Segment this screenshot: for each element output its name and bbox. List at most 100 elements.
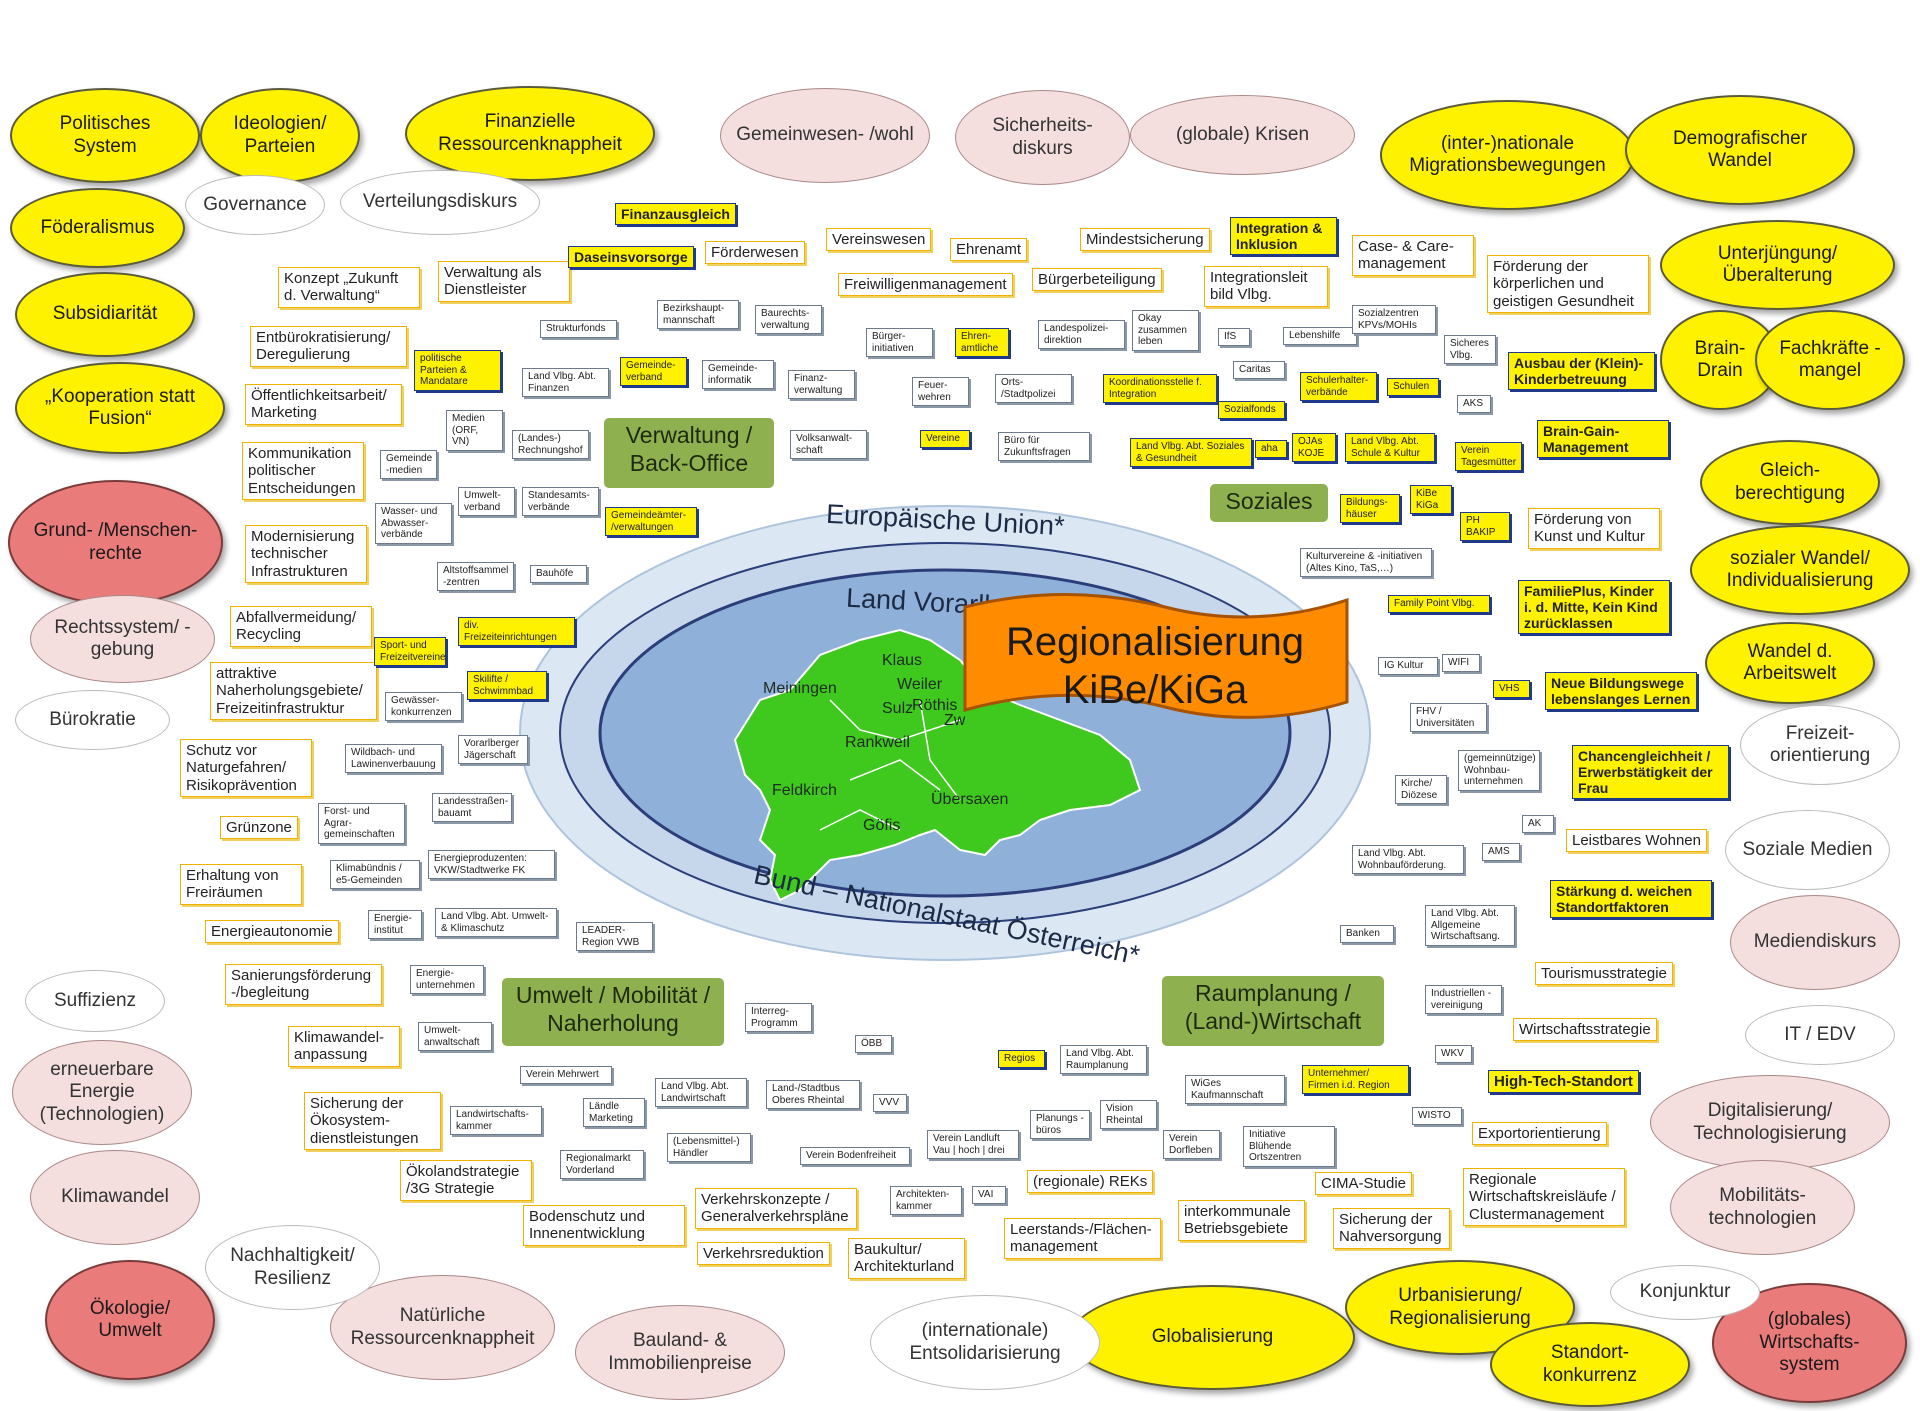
tag-kreislauf: Regionale Wirtschaftskreisläufe / Cluste… [1463,1168,1625,1226]
central-title-line2: KiBe/KiGa [1062,668,1248,712]
tag-sanierung: Sanierungsförderung -/begleitung [225,964,382,1005]
actor-regios: Regios [998,1050,1045,1068]
cloud-unterjuengung: Unterjüngung/ Überalterung [1660,220,1895,310]
cloud-konjunktur: Konjunktur [1610,1265,1760,1320]
actor-feuerwehren: Feuer- wehren [912,377,969,406]
town-klaus: Klaus [882,652,923,669]
cloud-klimawandel: Klimawandel [30,1150,200,1245]
tag-buergerbeteiligung: Bürgerbeteiligung [1032,268,1162,292]
cloud-suffizienz: Suffizienz [25,970,165,1032]
tag-oekosystem: Sicherung der Ökosystem- dienstleistunge… [304,1092,441,1150]
tag-klimaanpassung: Klimawandel- anpassung [288,1026,400,1067]
sector-raumplanung: Raumplanung / (Land-)Wirtschaft [1162,976,1384,1046]
cloud-entsolidarisierung: (internationale) Entsolidarisierung [870,1295,1100,1390]
actor-banken: Banken [1340,925,1394,943]
actor-schulerhalter: Schulerhalter- verbände [1300,372,1377,401]
actor-lvumwelt: Land Vlbg. Abt. Umwelt- & Klimaschutz [435,908,557,937]
cloud-mobilitaet: Mobilitäts- technologien [1670,1160,1855,1255]
actor-wohnbau: (gemeinnützige) Wohnbau- unternehmen [1458,750,1540,791]
tag-dienstleister: Verwaltung als Dienstleister [438,261,570,302]
actor-lvlandwirtschaft: Land Vlbg. Abt. Landwirtschaft [655,1078,747,1107]
tag-cima: CIMA-Studie [1315,1172,1413,1196]
actor-sozialzentren: Sozialzentren KPVs/MOHIs [1352,305,1436,334]
cloud-freizeit: Freizeit- orientierung [1740,705,1900,785]
actor-jaegerschaft: Vorarlberger Jägerschaft [458,735,528,764]
town-goefis: Göfis [863,817,901,834]
actor-energieunternehmen: Energie- unternehmen [410,965,484,994]
actor-ortspolizei: Orts- /Stadtpolizei [995,374,1072,403]
actor-landesstrassen: Landesstraßen- bauamt [432,793,512,822]
cloud-it-edv: IT / EDV [1745,1005,1895,1065]
town-weiler: Weiler [897,676,943,693]
actor-lvschule: Land Vlbg. Abt. Schule & Kultur [1345,433,1435,462]
cloud-ideologien: Ideologien/ Parteien [200,88,360,183]
actor-klimabuendnis: Klimabündnis / e5-Gemeinden [330,860,420,889]
actor-lvfinanzen: Land Vlbg. Abt. Finanzen [522,368,609,397]
actor-gewaesser: Gewässer- konkurrenzen [385,692,462,721]
town-zw: Zw [944,712,966,729]
cloud-menschenrechte: Grund- /Menschen- rechte [8,480,223,605]
cloud-sozialer-wandel: sozialer Wandel/ Individualisierung [1690,525,1910,615]
actor-rechnungshof: (Landes-) Rechnungshof [512,430,589,459]
actor-gemeindemedien: Gemeinde -medien [380,450,437,479]
actor-planungsbueros: Planungs -büros [1030,1110,1090,1139]
tag-hightech: High-Tech-Standort [1488,1070,1639,1094]
actor-okay: Okay zusammen leben [1132,310,1199,351]
cloud-digitalisierung: Digitalisierung/ Technologisierung [1650,1075,1890,1170]
cloud-verteilung: Verteilungsdiskurs [340,170,540,235]
actor-leader: LEADER- Region VWB [576,922,653,951]
tag-oeffentlichkeit: Öffentlichkeitsarbeit/ Marketing [245,384,402,425]
town-uebersaxen: Übersaxen [931,791,1009,808]
actor-kulturvereine: Kulturvereine & -initiativen (Altes Kino… [1300,548,1432,577]
actor-aha: aha [1255,440,1287,458]
actor-energieproduzenten: Energieproduzenten: VKW/Stadtwerke FK [428,850,555,879]
actor-haendler: (Lebensmittel-) Händler [667,1133,751,1162]
actor-finanzverwaltung: Finanz- verwaltung [788,370,855,399]
central-banner [963,593,1349,719]
actor-sicheres: Sicheres Vlbg. [1444,335,1496,364]
tag-bildungswege: Neue Bildungswege lebenslanges Lernen [1545,672,1697,711]
cloud-natuerliche: Natürliche Ressourcenknappheit [330,1275,555,1380]
tag-kommunikation: Kommunikation politischer Entscheidungen [242,442,364,500]
actor-volksanwalt: Volksanwalt- schaft [790,430,867,459]
tag-tourismus: Tourismusstrategie [1535,962,1673,986]
tag-betriebsgebiete: interkommunale Betriebsgebiete [1178,1200,1305,1241]
town-feldkirch: Feldkirch [772,782,837,799]
actor-ak: AK [1522,815,1554,833]
tag-integration: Integration & Inklusion [1230,217,1337,256]
actor-buergerinitiativen: Bürger- initiativen [866,328,933,357]
actor-ph-bakip: PH BAKIP [1460,512,1510,541]
actor-wisto: WISTO [1412,1107,1462,1125]
actor-bildungshaeuser: Bildungs- häuser [1340,494,1400,523]
actor-standesamt: Standesamts- verbände [522,487,599,516]
actor-lvwohnbau: Land Vlbg. Abt. Wohnbauförderung. [1352,845,1464,874]
actor-medien: Medien (ORF, VN) [446,410,503,451]
tag-chancengleichheit: Chancengleichheit / Erwerbstätigkeit der… [1572,745,1729,800]
actor-ig-kultur: IG Kultur [1378,657,1438,675]
region-map [733,628,1142,902]
cloud-gemeinwesen: Gemeinwesen- /wohl [720,88,930,183]
central-title-line1: Regionalisierung [1006,620,1304,664]
actor-energieinstitut: Energie- institut [368,910,422,939]
cloud-erneuerbare: erneuerbare Energie (Technologien) [12,1040,192,1145]
actor-unternehmer: Unternehmer/ Firmen i.d. Region [1302,1065,1409,1094]
sector-soziales: Soziales [1210,484,1328,522]
actor-lvsoziales: Land Vlbg. Abt. Soziales & Gesundheit [1130,438,1252,467]
tag-wirtschaftsstrategie: Wirtschaftsstrategie [1513,1018,1657,1042]
actor-freizeiteinrichtungen: div. Freizeiteinrichtungen [458,617,575,646]
actor-skilifte: Skilifte / Schwimmbad [467,671,547,700]
tag-export: Exportorientierung [1472,1122,1607,1146]
actor-interreg: Interreg- Programm [745,1003,812,1032]
cloud-krisen: (globale) Krisen [1130,95,1355,175]
cloud-finanzielle: Finanzielle Ressourcenknappheit [405,86,655,181]
actor-baurecht: Baurechts- verwaltung [755,305,822,334]
actor-gemeindeinfo: Gemeinde- informatik [702,360,774,389]
actor-vision: Vision Rheintal [1100,1100,1157,1129]
tag-reks: (regionale) REKs [1027,1170,1154,1194]
actor-mehrwert: Verein Mehrwert [520,1066,612,1084]
tag-entbuerokratisierung: Entbürokratisierung/ Deregulierung [250,326,407,367]
cloud-kooperation: „Kooperation statt Fusion“ [15,362,225,454]
actor-wiges: WiGes Kaufmannschaft [1185,1075,1285,1104]
actor-altstoff: Altstoffsammel -zentren [437,562,514,591]
cloud-governance: Governance [185,175,325,235]
